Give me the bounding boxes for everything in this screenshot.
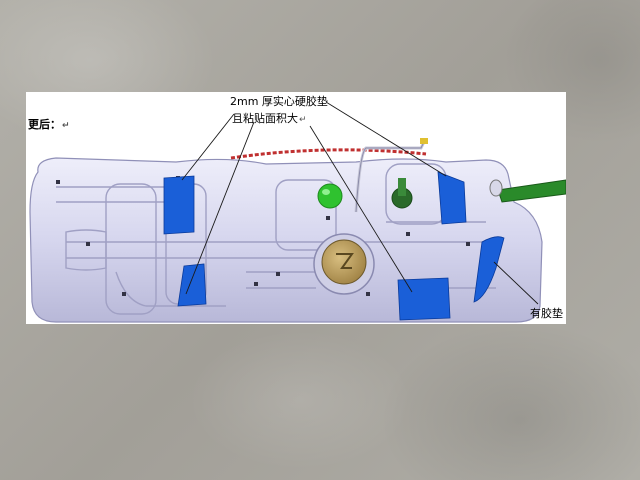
tank-body — [29, 157, 543, 323]
bond-area-note: 且粘贴面积大↵ — [232, 112, 307, 125]
fuel-tank-drawing — [29, 101, 566, 323]
pad-right-top — [437, 171, 467, 225]
has-pad-note: 有胶垫 — [530, 307, 563, 320]
figure-panel: 更后：↵ 2mm 厚实心硬胶垫 且粘贴面积大↵ 有胶垫 — [26, 92, 566, 324]
blue-pads — [163, 171, 505, 321]
pad-center-bottom — [397, 277, 451, 321]
pipe-tip — [420, 138, 428, 144]
gauge-unit — [321, 239, 367, 285]
leader-lines — [181, 101, 539, 305]
pad-left-top — [163, 175, 195, 235]
pad-right-side — [473, 236, 505, 303]
top-strap — [230, 148, 427, 160]
outlet-pipe — [497, 179, 566, 203]
after-label: 更后：↵ — [28, 118, 70, 131]
gauge-glyph — [336, 253, 354, 269]
thickness-note: 2mm 厚实心硬胶垫 — [230, 95, 328, 108]
filler-cap — [317, 183, 343, 209]
